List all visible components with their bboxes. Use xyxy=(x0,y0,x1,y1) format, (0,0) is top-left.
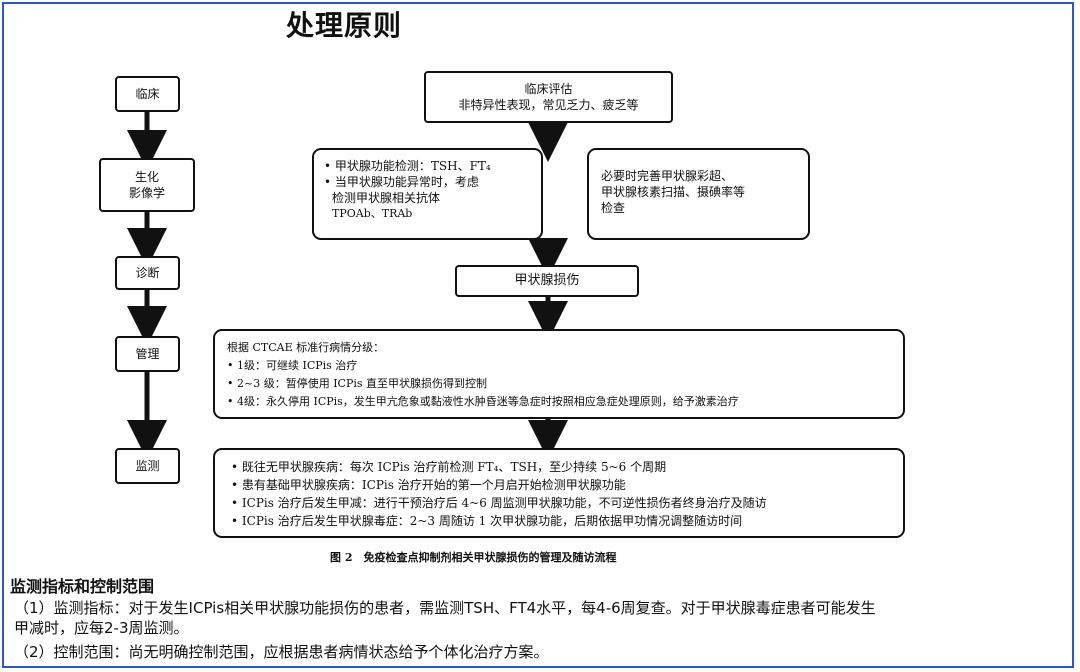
lab-line: • 当甲状腺功能异常时，考虑 xyxy=(324,175,479,189)
step-label: 管理 xyxy=(135,347,160,361)
section-title: 监测指标和控制范围 xyxy=(10,577,155,596)
management-line: • 2~3 级：暂停使用 ICPis 直至甲状腺损伤得到控制 xyxy=(227,377,488,390)
clinical-eval-detail: 非特异性表现，常见乏力、疲乏等 xyxy=(458,98,639,112)
imaging-line: 必要时完善甲状腺彩超、 xyxy=(601,169,734,183)
monitoring-line: • 既往无甲状腺疾病：每次 ICPis 治疗前检测 FT₄、TSH，至少持续 5… xyxy=(231,460,667,474)
lab-line: 检测甲状腺相关抗体 xyxy=(332,191,441,205)
diagnosis-label: 甲状腺损伤 xyxy=(514,273,580,288)
diagnosis-box: 甲状腺损伤 xyxy=(455,265,639,297)
para1-continuation: 甲减时，应每2-3周监测。 xyxy=(14,618,189,638)
para1-line1: 对于发生ICPis相关甲状腺功能损伤的患者，需监测TSH、FT4水平，每4-6周… xyxy=(128,599,876,617)
clinical-eval-title: 临床评估 xyxy=(524,82,573,96)
step-label: 影像学 xyxy=(128,186,165,200)
management-box: 根据 CTCAE 标准行病情分级： • 1级：可继续 ICPis 治疗 • 2~… xyxy=(213,329,905,419)
step-monitoring: 监测 xyxy=(115,448,180,484)
clinical-eval-box: 临床评估 非特异性表现，常见乏力、疲乏等 xyxy=(424,71,673,123)
management-line: • 4级：永久停用 ICPis，发生甲亢危象或黏液性水肿昏迷等急症时按照相应急症… xyxy=(227,395,739,408)
step-label: 诊断 xyxy=(135,266,160,280)
imaging-line: 检查 xyxy=(601,201,626,215)
slide-title: 处理原则 xyxy=(286,9,403,42)
figure-caption: 图 2 免疫检查点抑制剂相关甲状腺损伤的管理及随访流程 xyxy=(330,551,617,564)
step-clinical: 临床 xyxy=(115,76,180,112)
para1-label: （1）监测指标： xyxy=(14,599,129,617)
monitoring-line: • ICPis 治疗后发生甲状腺毒症：2~3 周随访 1 次甲状腺功能，后期依据… xyxy=(231,514,743,528)
imaging-box: 必要时完善甲状腺彩超、 甲状腺核素扫描、摄碘率等 检查 xyxy=(587,148,810,240)
step-label: 临床 xyxy=(135,87,160,101)
step-label: 生化 xyxy=(134,170,159,184)
step-label: 监测 xyxy=(135,459,160,473)
monitoring-box: • 既往无甲状腺疾病：每次 ICPis 治疗前检测 FT₄、TSH，至少持续 5… xyxy=(213,448,905,538)
management-line: 根据 CTCAE 标准行病情分级： xyxy=(227,341,385,354)
para-control-range: （2）控制范围：尚无明确控制范围，应根据患者病情状态给予个体化治疗方案。 xyxy=(14,642,549,662)
para2-label: （2）控制范围： xyxy=(14,643,129,661)
para-monitoring-indicators: （1）监测指标：对于发生ICPis相关甲状腺功能损伤的患者，需监测TSH、FT4… xyxy=(14,598,876,618)
step-management: 管理 xyxy=(115,336,180,372)
monitoring-line: • 患有基础甲状腺疾病：ICPis 治疗开始的第一个月启开始检测甲状腺功能 xyxy=(231,478,626,492)
imaging-line: 甲状腺核素扫描、摄碘率等 xyxy=(601,185,746,199)
para1-line2: 甲减时，应每2-3周监测。 xyxy=(14,619,189,637)
lab-test-box: • 甲状腺功能检测：TSH、FT₄ • 当甲状腺功能异常时，考虑 检测甲状腺相关… xyxy=(312,148,543,240)
para2-text: 尚无明确控制范围，应根据患者病情状态给予个体化治疗方案。 xyxy=(128,643,549,661)
lab-line: TPOAb、TRAb xyxy=(332,207,413,220)
step-diagnosis: 诊断 xyxy=(115,256,180,290)
step-biochem-imaging: 生化 影像学 xyxy=(99,158,195,212)
lab-line: • 甲状腺功能检测：TSH、FT₄ xyxy=(324,159,491,173)
monitoring-line: • ICPis 治疗后发生甲减：进行干预治疗后 4~6 周监测甲状腺功能，不可逆… xyxy=(231,496,767,510)
management-line: • 1级：可继续 ICPis 治疗 xyxy=(227,359,358,372)
